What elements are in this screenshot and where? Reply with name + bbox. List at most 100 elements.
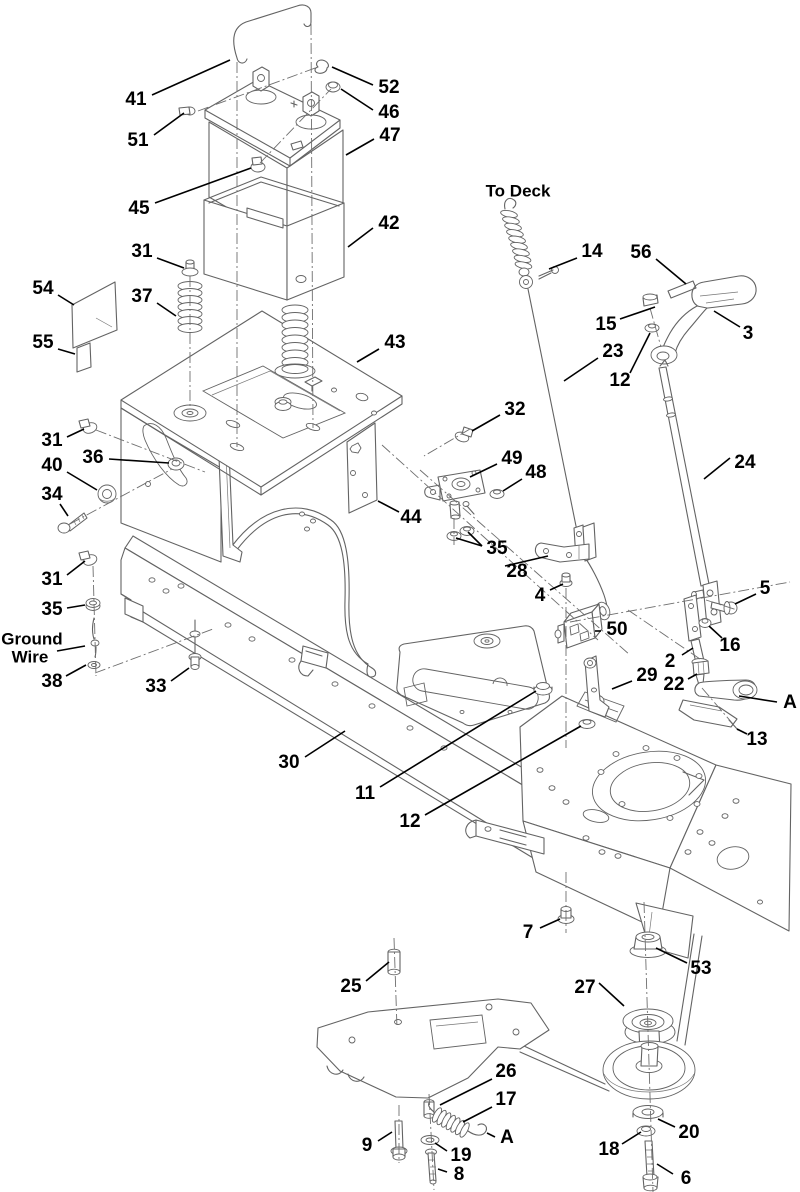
- callout-label: 35: [486, 538, 508, 559]
- leader-line: [156, 302, 177, 317]
- callout-label: 20: [678, 1122, 699, 1143]
- callout-label: 49: [501, 448, 522, 469]
- leader-line: [462, 1106, 493, 1123]
- leader-line: [598, 982, 625, 1007]
- callout-label: 5: [760, 578, 771, 599]
- lever-handle-drawing: [642, 275, 757, 587]
- battery-tray-drawing: [120, 310, 403, 563]
- leader-line: [655, 947, 688, 964]
- leader-line: [377, 500, 400, 513]
- callout-label: 34: [41, 484, 63, 505]
- annotation-text: Wire: [12, 647, 49, 666]
- callout-label: 15: [595, 314, 617, 335]
- callout-label: 45: [128, 198, 150, 219]
- leader-line: [708, 625, 723, 639]
- callout-label: 17: [495, 1089, 516, 1110]
- callout-label: 3: [743, 323, 754, 344]
- leader-line: [304, 730, 346, 758]
- leader-line: [437, 1168, 448, 1173]
- callout-label: 41: [125, 89, 147, 110]
- leader-line: [331, 66, 374, 86]
- leader-line: [738, 695, 778, 703]
- callout-label: 56: [630, 242, 651, 263]
- leader-line: [59, 503, 69, 517]
- callout-label: 12: [609, 370, 630, 391]
- callout-label: 26: [495, 1061, 516, 1082]
- callout-label: 12: [399, 811, 420, 832]
- callout-label: 27: [574, 977, 595, 998]
- leader-line: [467, 531, 483, 547]
- leader-line: [439, 1078, 493, 1106]
- leader-line: [154, 167, 252, 204]
- leader-line: [66, 471, 98, 491]
- leader-line: [734, 593, 757, 605]
- leader-line: [57, 294, 75, 306]
- hold-down-rod-drawing: [233, 4, 312, 64]
- leader-line: [156, 257, 185, 269]
- leader-line: [424, 725, 582, 816]
- callout-label: 46: [378, 102, 399, 123]
- leader-line: [656, 1163, 674, 1175]
- leader-line: [365, 961, 390, 982]
- callout-label: 23: [602, 341, 623, 362]
- callout-label: 31: [41, 430, 63, 451]
- leader-line: [471, 414, 501, 432]
- belt-keeper-drawing: [465, 819, 545, 855]
- callout-label: 31: [131, 241, 153, 262]
- annotation-leader-line: [56, 645, 86, 652]
- callout-label: 19: [450, 1145, 471, 1166]
- leader-line: [539, 918, 561, 929]
- leader-line: [356, 348, 380, 363]
- callout-label: 33: [145, 676, 166, 697]
- callout-label: 8: [454, 1164, 465, 1185]
- leader-line: [563, 357, 599, 382]
- leader-line: [736, 728, 748, 735]
- pulley-assembly-drawing: [519, 931, 703, 1192]
- leader-line: [66, 428, 85, 438]
- callout-label: 29: [636, 665, 657, 686]
- callout-label: 30: [278, 752, 299, 773]
- leader-line: [687, 673, 698, 680]
- callout-label: 28: [506, 561, 527, 582]
- rear-frame-plate-drawing: [519, 691, 792, 959]
- battery-hardware-drawing: [178, 59, 341, 173]
- wire-harness-drawing: [231, 507, 377, 678]
- callout-label: 13: [746, 729, 767, 750]
- pivot-plate-drawing: [424, 426, 505, 541]
- callout-label: 16: [719, 635, 740, 656]
- leader-line: [629, 332, 651, 374]
- leader-line: [621, 1131, 642, 1145]
- leader-line: [486, 1132, 496, 1138]
- callout-label: 4: [535, 585, 546, 606]
- callout-label: 6: [681, 1168, 692, 1189]
- battery-box-drawing: [203, 176, 345, 301]
- callout-label: 25: [340, 976, 362, 997]
- leader-line: [347, 227, 374, 248]
- callout-label: 18: [598, 1139, 619, 1160]
- annotation-text: Ground: [1, 629, 62, 648]
- frame-rail-drawing: [120, 535, 645, 891]
- leader-line: [619, 306, 656, 320]
- callout-label: 24: [734, 452, 756, 473]
- callout-label: 44: [400, 507, 422, 528]
- callout-label: 40: [41, 455, 62, 476]
- callout-label: 14: [581, 241, 603, 262]
- leader-line: [504, 555, 549, 567]
- callout-label: A: [783, 692, 797, 713]
- callout-label: 11: [355, 783, 376, 804]
- leader-line: [434, 1142, 448, 1152]
- leader-line: [377, 1131, 393, 1142]
- floor-pan-drawing: [396, 625, 551, 727]
- leader-line: [66, 560, 86, 576]
- link-assembly-drawing: [678, 580, 758, 731]
- leader-line: [66, 604, 86, 609]
- centerlines: [69, 23, 791, 1192]
- callout-label: 36: [82, 447, 103, 468]
- leader-line: [455, 537, 483, 547]
- leader-line: [703, 457, 731, 480]
- leader-line: [681, 647, 694, 656]
- rail-bracket-drawing: [298, 645, 329, 677]
- callout-label: 54: [32, 278, 54, 299]
- callout-label: 47: [379, 125, 400, 146]
